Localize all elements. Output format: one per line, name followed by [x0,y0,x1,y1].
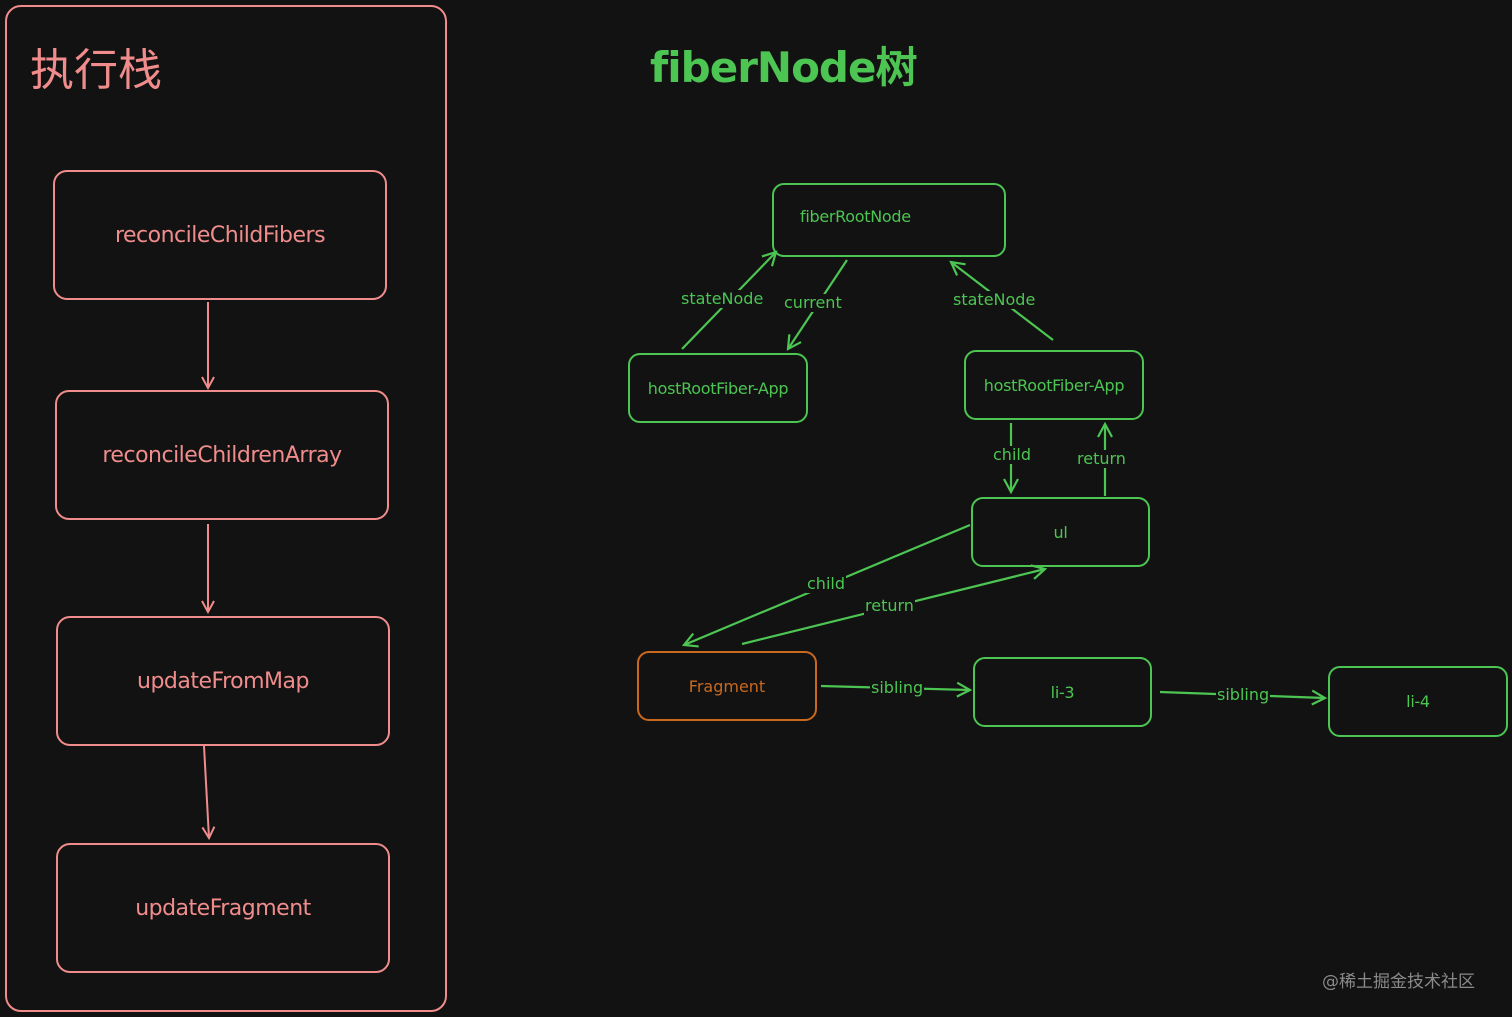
edge-label-sibling-2: sibling [1216,685,1271,704]
stack-frame-reconcile-child-fibers: reconcileChildFibers [53,170,387,300]
node-ul: ul [971,497,1150,567]
execution-stack-panel [5,5,447,1012]
stack-frame-label: reconcileChildrenArray [102,442,342,468]
edge-label-statenode-left: stateNode [680,289,765,308]
node-li-3: li-3 [973,657,1152,727]
node-fragment: Fragment [637,651,817,721]
node-label: Fragment [688,676,766,696]
edge-label-current: current [783,293,843,312]
node-label: hostRootFiber-App [983,375,1125,395]
stack-arrow-3 [204,745,209,838]
edge-label-child-ul: child [806,574,846,593]
node-label: fiberRootNode [800,207,911,226]
node-host-root-fiber-right: hostRootFiber-App [964,350,1144,420]
edge-label-child-host: child [992,445,1032,464]
watermark: @稀土掘金技术社区 [1322,972,1475,992]
stack-frame-label: updateFragment [135,895,311,921]
stack-frame-label: updateFromMap [137,668,309,694]
stack-frame-label: reconcileChildFibers [114,222,326,248]
edge-label-return-ul: return [864,596,915,615]
edge-label-statenode-right: stateNode [952,290,1037,309]
node-li-4: li-4 [1328,666,1508,737]
node-host-root-fiber-left: hostRootFiber-App [628,353,808,423]
node-label: ul [1053,522,1068,542]
execution-stack-title: 执行栈 [30,45,162,96]
edge-label-sibling-1: sibling [870,678,925,697]
node-label: li-3 [1050,682,1075,702]
edge-label-return-host: return [1076,449,1127,468]
stack-frame-update-fragment: updateFragment [56,843,390,973]
stack-frame-update-from-map: updateFromMap [56,616,390,746]
node-label: hostRootFiber-App [647,378,789,398]
node-fiber-root-node: fiberRootNode [772,183,1006,257]
stack-frame-reconcile-children-array: reconcileChildrenArray [55,390,389,520]
fiber-tree-title: fiberNode树 [650,43,917,92]
node-label: li-4 [1406,692,1430,711]
